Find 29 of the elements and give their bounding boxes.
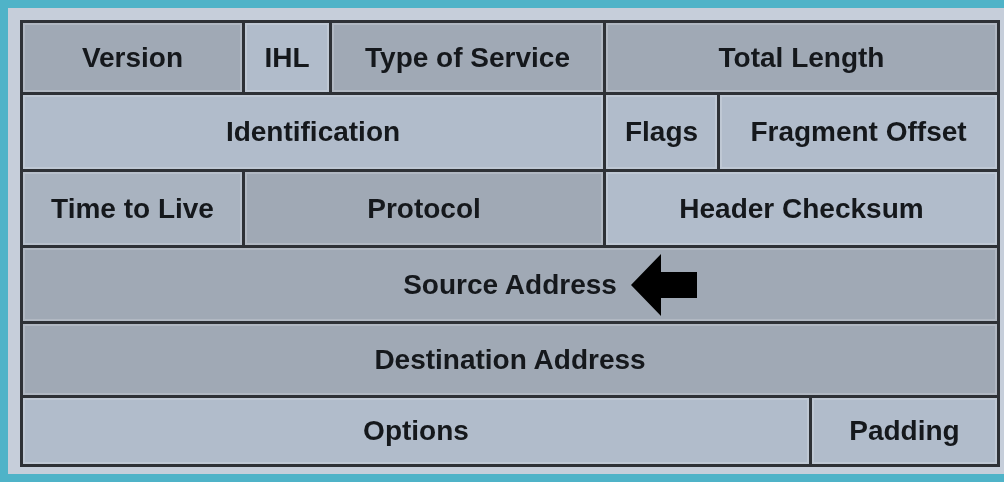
- block-arrow: [630, 253, 697, 316]
- field-cell: [332, 23, 603, 92]
- field-label: Options: [363, 415, 469, 447]
- field-label: Total Length: [718, 41, 885, 74]
- field-cell: [23, 398, 809, 464]
- field-label: Type of Service: [365, 41, 570, 74]
- field-cell: [23, 23, 242, 92]
- field-label: Identification: [225, 116, 401, 148]
- field-cell: [720, 95, 997, 169]
- field-band: [23, 248, 997, 321]
- field-label: Padding: [849, 415, 960, 447]
- field-label: Header Checksum: [679, 192, 924, 225]
- field-label: IHL: [264, 41, 310, 74]
- field-label: Flags: [624, 116, 699, 148]
- field-label: Destination Address: [374, 343, 646, 376]
- field-cell: [23, 172, 242, 245]
- field-cell: [245, 172, 603, 245]
- field-cell: [606, 23, 997, 92]
- field-label: Source Address: [403, 268, 617, 301]
- field-label: Time to Live: [51, 192, 214, 225]
- field-cell: [606, 172, 997, 245]
- field-cell: [23, 95, 603, 169]
- field-label: Protocol: [367, 192, 481, 225]
- field-cell: [23, 324, 997, 395]
- field-cell: [812, 398, 997, 464]
- field-label: Fragment Offset: [750, 116, 967, 148]
- field-cell: [606, 95, 717, 169]
- field-cell: [245, 23, 329, 92]
- field-label: Version: [81, 41, 184, 74]
